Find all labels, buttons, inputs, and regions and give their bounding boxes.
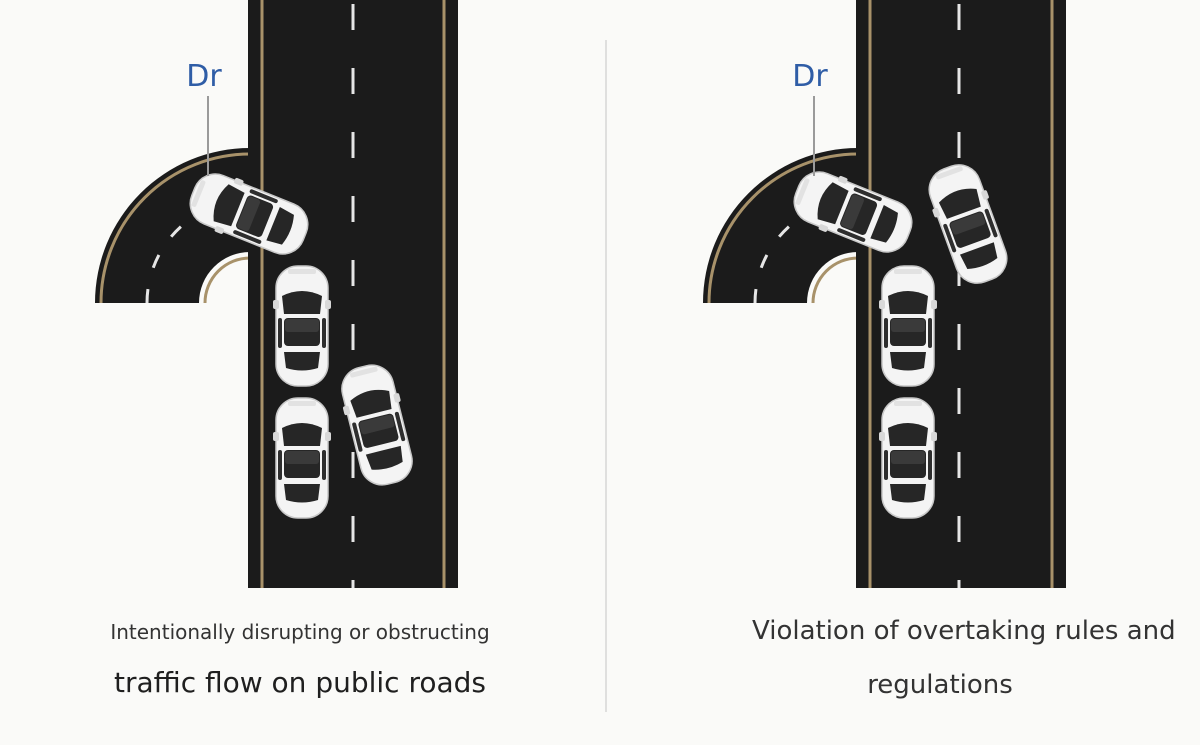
ramp-outer-edge-line [707,152,859,304]
ramp-lane-dashes [145,198,251,304]
right-road-diagram: Dr [703,0,1066,588]
lane-car-2 [878,397,938,519]
left-caption-line-2: traffic flow on public roads [113,666,487,699]
right-caption-line-1: Violation of overtaking rules and [752,616,1176,646]
lane-car-2 [272,397,332,519]
left-caption-line-1: Intentionally disrupting or obstructing [110,620,490,644]
ramp-inner-edge-line [203,256,251,304]
ramp-outer-edge-line [99,152,251,304]
driver-marker-label: Dr [792,59,828,94]
lane-car-1 [878,265,938,387]
left-road-diagram: Dr [95,0,458,588]
ramp-inner-edge-line [811,256,859,304]
right-caption-line-2: regulations [867,670,1013,700]
lane-car-1 [272,265,332,387]
driver-marker-label: Dr [186,59,222,94]
ramp-lane-dashes [753,198,859,304]
